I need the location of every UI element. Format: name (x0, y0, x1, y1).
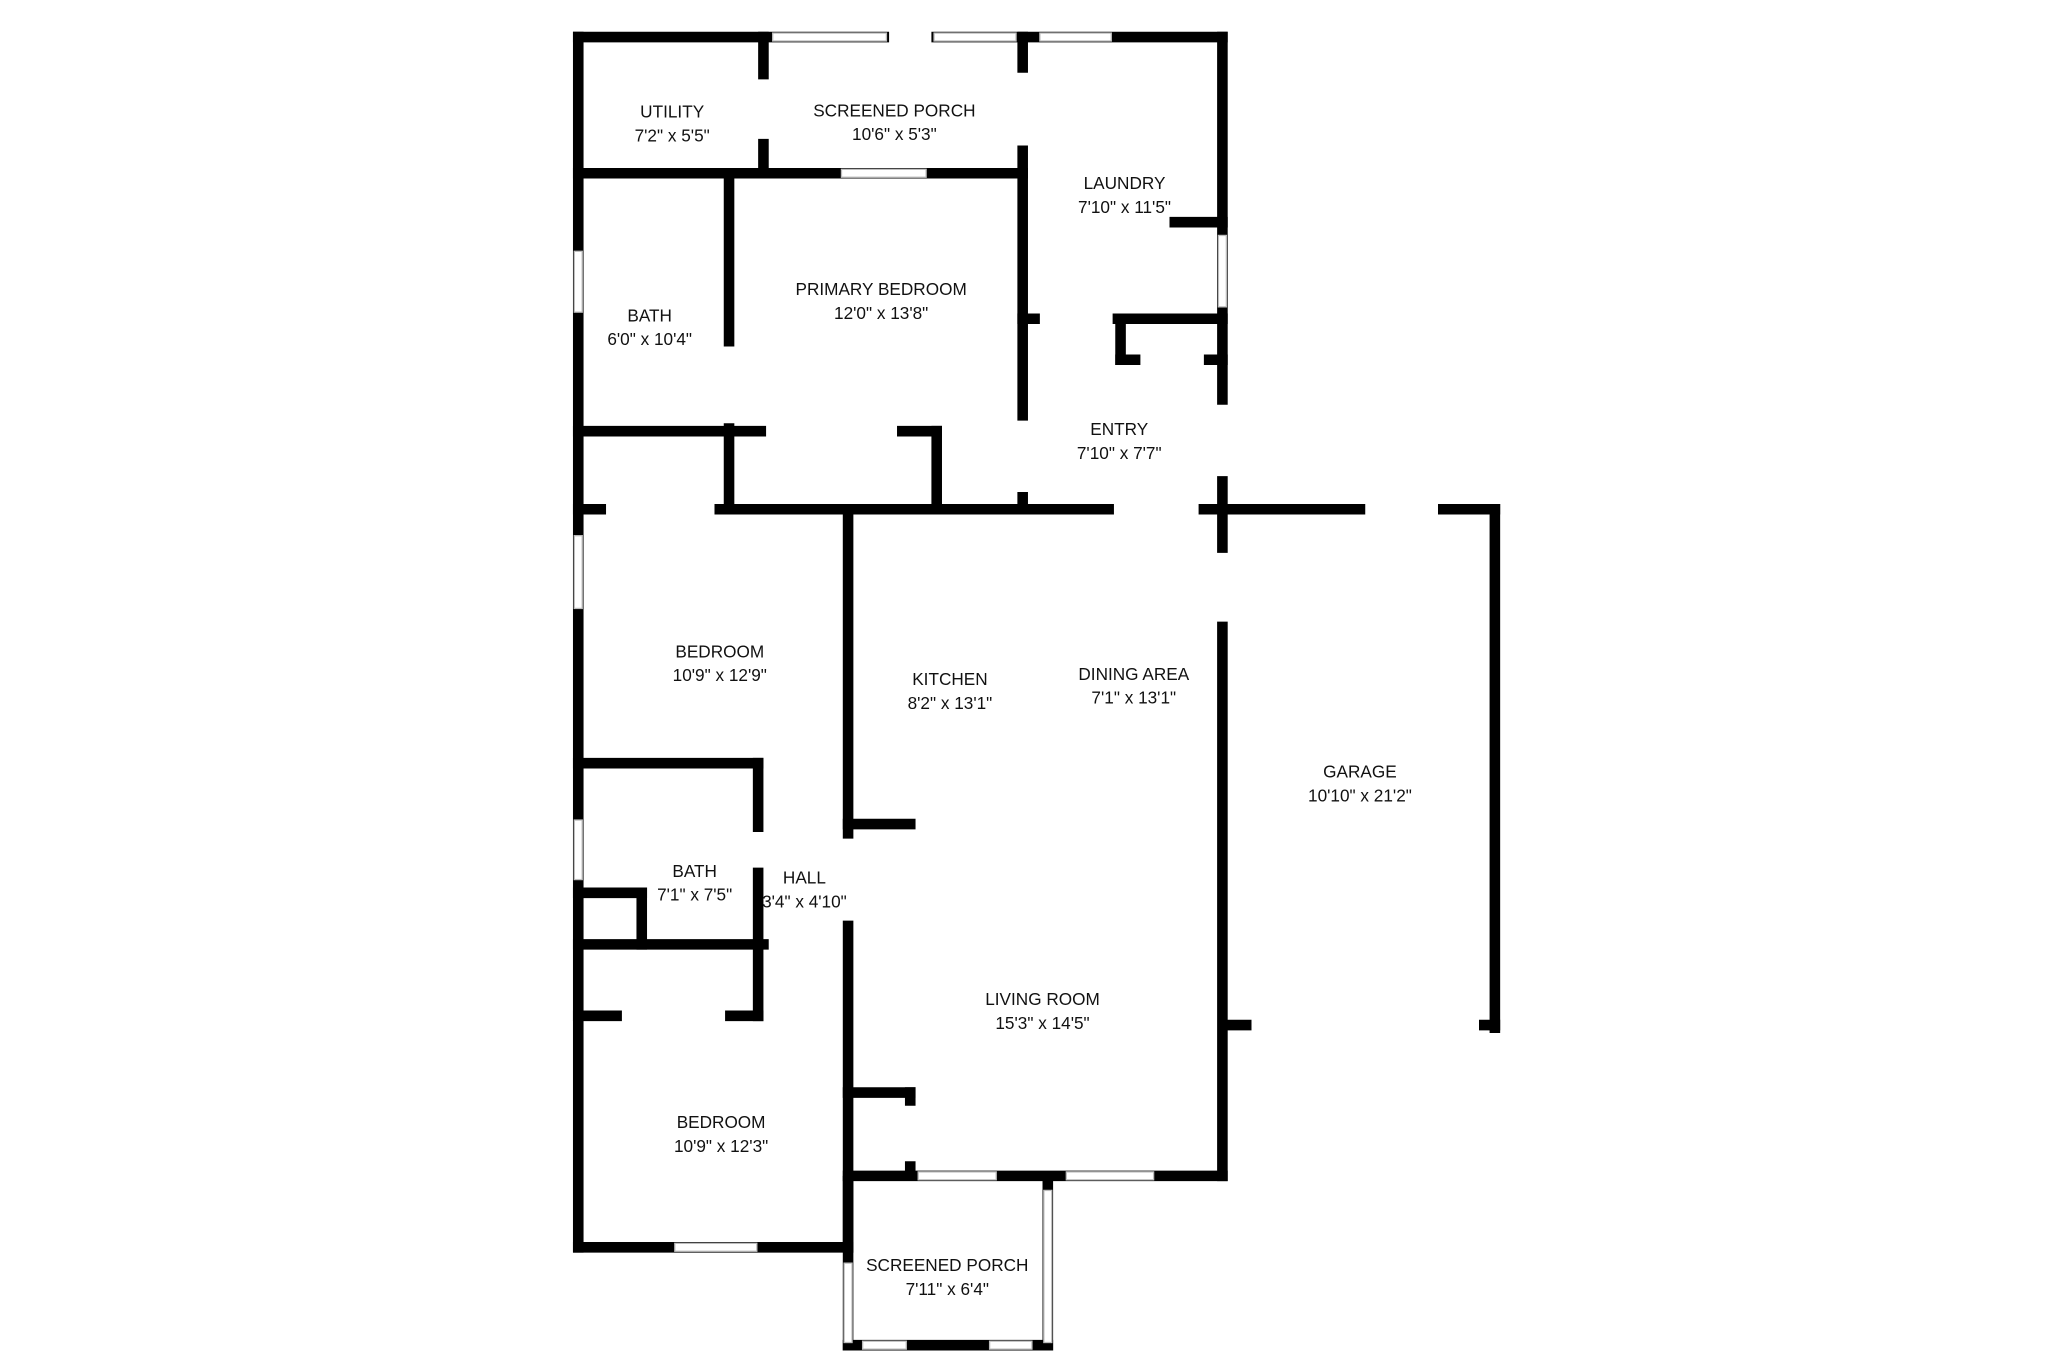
room-name: LAUNDRY (1084, 173, 1166, 193)
room-size: 7'1" x 13'1" (1091, 688, 1176, 708)
room-size: 7'10" x 7'7" (1077, 443, 1162, 463)
room-name: BEDROOM (675, 641, 764, 661)
room-name: DINING AREA (1078, 664, 1189, 684)
room-name: UTILITY (640, 102, 705, 122)
room-name: GARAGE (1323, 762, 1397, 782)
room-name: ENTRY (1090, 419, 1148, 439)
room-size: 7'11" x 6'4" (906, 1279, 989, 1299)
room-size: 12'0" x 13'8" (834, 303, 928, 323)
room-labels: UTILITY 7'2" x 5'5" SCREENED PORCH 10'6"… (607, 100, 1412, 1299)
room-name: HALL (783, 868, 826, 888)
room-size: 15'3" x 14'5" (995, 1013, 1089, 1033)
room-size: 10'10" x 21'2" (1308, 786, 1412, 806)
room-size: 10'9" x 12'3" (674, 1136, 768, 1156)
openings (606, 30, 1479, 1162)
room-name: SCREENED PORCH (866, 1255, 1028, 1275)
room-size: 8'2" x 13'1" (908, 693, 993, 713)
room-name: SCREENED PORCH (813, 100, 975, 120)
room-size: 10'9" x 12'9" (673, 665, 767, 685)
room-size: 10'6" x 5'3" (852, 124, 937, 144)
room-name: BEDROOM (677, 1112, 766, 1132)
room-name: BATH (672, 861, 717, 881)
room-name: PRIMARY BEDROOM (796, 279, 967, 299)
room-size: 6'0" x 10'4" (607, 329, 692, 349)
room-size: 7'10" x 11'5" (1078, 197, 1171, 217)
windows (573, 32, 1228, 1350)
room-size: 7'2" x 5'5" (635, 126, 710, 146)
room-size: 7'1" x 7'5" (657, 885, 732, 905)
room-name: KITCHEN (912, 669, 987, 689)
room-name: LIVING ROOM (985, 989, 1100, 1009)
room-name: BATH (627, 305, 672, 325)
room-size: 3'4" x 4'10" (762, 891, 847, 911)
